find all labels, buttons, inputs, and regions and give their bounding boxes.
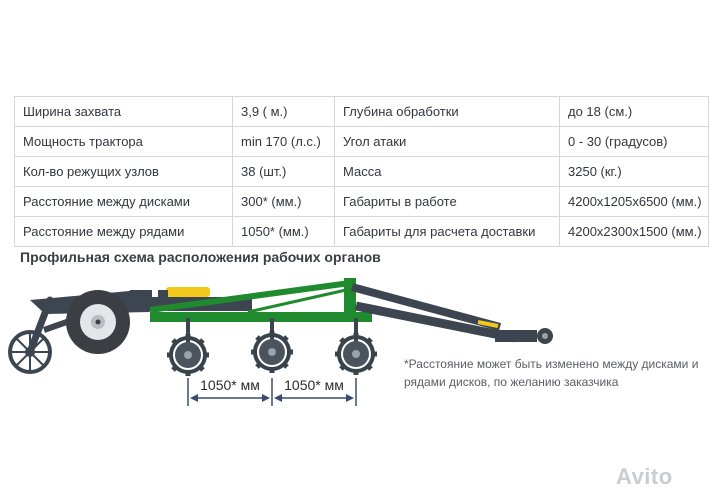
- spec-label: Ширина захвата: [14, 96, 233, 127]
- footnote: *Расстояние может быть изменено между ди…: [404, 357, 699, 389]
- spec-table: Ширина захвата 3,9 ( м.) Глубина обработ…: [14, 96, 709, 247]
- spec-value: min 170 (л.с.): [232, 126, 335, 157]
- table-row: Кол-во режущих узлов 38 (шт.) Масса 3250…: [14, 156, 709, 187]
- disc-harrow-diagram: 1050* мм 1050* мм: [8, 278, 553, 406]
- spec-label: Мощность трактора: [14, 126, 233, 157]
- row-spacing-label: 1050* мм: [284, 377, 344, 393]
- dimension-lines: [187, 378, 357, 406]
- drawbar: [350, 283, 553, 344]
- table-row: Расстояние между рядами 1050* (мм.) Габа…: [14, 216, 709, 247]
- spec-label: Угол атаки: [334, 126, 560, 157]
- spec-label: Кол-во режущих узлов: [14, 156, 233, 187]
- spec-label: Масса: [334, 156, 560, 187]
- spec-label: Расстояние между дисками: [14, 186, 233, 217]
- diagram-heading: Профильная схема расположения рабочих ор…: [20, 249, 381, 265]
- row-spacing-label: 1050* мм: [200, 377, 260, 393]
- spec-value: 38 (шт.): [232, 156, 335, 187]
- table-row: Расстояние между дисками 300* (мм.) Габа…: [14, 186, 709, 217]
- table-row: Ширина захвата 3,9 ( м.) Глубина обработ…: [14, 96, 709, 127]
- spec-value: 1050* (мм.): [232, 216, 335, 247]
- watermark-logo: Avito: [616, 464, 673, 489]
- disc-gangs: [167, 318, 377, 376]
- spec-value: 300* (мм.): [232, 186, 335, 217]
- spec-value: 4200x1205x6500 (мм.): [559, 186, 709, 217]
- spec-label: Расстояние между рядами: [14, 216, 233, 247]
- spec-value: 3250 (кг.): [559, 156, 709, 187]
- table-row: Мощность трактора min 170 (л.с.) Угол ат…: [14, 126, 709, 157]
- spec-label: Габариты для расчета доставки: [334, 216, 560, 247]
- spec-label: Габариты в работе: [334, 186, 560, 217]
- spec-value: до 18 (см.): [559, 96, 709, 127]
- spec-value: 3,9 ( м.): [232, 96, 335, 127]
- spec-value: 4200x2300x1500 (мм.): [559, 216, 709, 247]
- spec-label: Глубина обработки: [334, 96, 560, 127]
- transport-wheel: [66, 290, 130, 354]
- spec-value: 0 - 30 (градусов): [559, 126, 709, 157]
